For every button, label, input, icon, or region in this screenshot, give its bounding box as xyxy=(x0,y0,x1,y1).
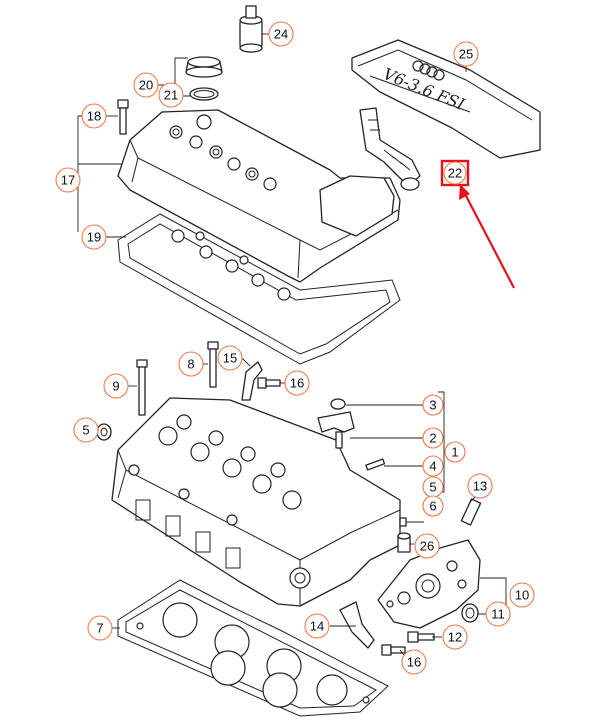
callout-25: 25 xyxy=(453,41,479,67)
part-20-filler-cap xyxy=(185,56,223,78)
callout-1-label: 1 xyxy=(451,445,458,460)
part-16-bolt-upper xyxy=(257,377,281,389)
part-10-timing-housing xyxy=(377,539,481,629)
callout-24: 24 xyxy=(268,21,294,47)
callout-25-label: 25 xyxy=(459,47,473,62)
callout-9: 9 xyxy=(103,373,129,399)
callout-16-lower: 16 xyxy=(401,649,427,675)
part-15-bracket xyxy=(241,361,263,401)
part-9-long-bolt xyxy=(136,359,148,416)
callout-14-label: 14 xyxy=(310,619,324,634)
part-11-seal-ring xyxy=(461,603,479,623)
callout-5-left: 5 xyxy=(73,417,99,443)
callout-15: 15 xyxy=(217,345,243,371)
callout-2: 2 xyxy=(422,427,444,449)
callout-18-label: 18 xyxy=(87,109,101,124)
callout-21-label: 21 xyxy=(164,88,178,103)
callout-20-label: 20 xyxy=(139,78,153,93)
callout-15-label: 15 xyxy=(223,351,237,366)
callout-7: 7 xyxy=(87,615,113,641)
highlight-box xyxy=(440,159,470,187)
part-19-gasket xyxy=(117,213,401,365)
callout-21: 21 xyxy=(158,82,184,108)
callout-5-left-label: 5 xyxy=(82,423,89,438)
part-24-plug xyxy=(239,5,263,53)
callout-13: 13 xyxy=(467,473,493,499)
cylinder-head xyxy=(111,397,401,607)
callout-6-label: 6 xyxy=(429,499,436,514)
callout-11: 11 xyxy=(485,601,511,627)
callout-7-label: 7 xyxy=(96,621,103,636)
callout-12-label: 12 xyxy=(448,630,462,645)
cylinder-head-cover xyxy=(117,109,401,283)
callout-24-label: 24 xyxy=(274,27,288,42)
part-7-head-gasket xyxy=(117,579,389,717)
callout-20: 20 xyxy=(133,72,159,98)
callout-2-label: 2 xyxy=(429,431,436,446)
part-14-bracket xyxy=(339,601,375,649)
callout-1: 1 xyxy=(444,441,466,463)
highlight-arrow-head-icon xyxy=(459,184,470,200)
callout-17: 17 xyxy=(55,167,81,193)
callout-16-upper: 16 xyxy=(284,370,310,396)
callout-10: 10 xyxy=(509,582,535,608)
part-13-control-valve xyxy=(460,498,482,526)
part-6-pin xyxy=(399,517,407,527)
part-5-sealing-plug xyxy=(96,423,112,441)
part-16-bolt-lower xyxy=(381,644,406,656)
callout-3-label: 3 xyxy=(429,398,436,413)
part-3-cap xyxy=(330,398,346,410)
callout-9-label: 9 xyxy=(112,379,119,394)
part-12-bolt xyxy=(407,631,435,643)
callout-13-label: 13 xyxy=(473,479,487,494)
part-4-stud xyxy=(365,458,386,471)
callout-16-upper-label: 16 xyxy=(290,376,304,391)
callout-18: 18 xyxy=(81,103,107,129)
callout-14: 14 xyxy=(304,613,330,639)
part-21-seal-ring xyxy=(189,87,219,101)
part-8-long-bolt xyxy=(207,341,219,388)
part-26-fitting xyxy=(397,532,411,553)
highlight-marker xyxy=(440,159,515,289)
callout-17-label: 17 xyxy=(61,173,75,188)
callout-8-label: 8 xyxy=(187,357,194,372)
callout-22: 22 xyxy=(443,161,467,185)
four-rings-logo-icon xyxy=(412,60,445,81)
part-22-breather-hose xyxy=(359,107,421,191)
callout-26-label: 26 xyxy=(420,539,434,554)
callout-6: 6 xyxy=(422,495,444,517)
callout-4-label: 4 xyxy=(429,459,436,474)
callout-19-label: 19 xyxy=(87,230,101,245)
callout-26: 26 xyxy=(414,533,440,559)
callout-16-lower-label: 16 xyxy=(407,655,421,670)
callout-22-label: 22 xyxy=(448,166,462,181)
callout-5-right-label: 5 xyxy=(429,480,436,495)
callout-19: 19 xyxy=(81,224,107,250)
highlight-arrow-line xyxy=(463,191,515,289)
part-25-engine-cover: V6-3.6 FSI xyxy=(351,39,541,159)
callout-8: 8 xyxy=(178,351,204,377)
callout-5-right: 5 xyxy=(422,476,444,498)
callout-3: 3 xyxy=(422,394,444,416)
callout-10-label: 10 xyxy=(515,588,529,603)
part-2-bearing-cap xyxy=(317,411,355,449)
callout-4: 4 xyxy=(422,455,444,477)
part-18-bolt xyxy=(117,99,129,135)
callout-12: 12 xyxy=(442,624,468,650)
callout-11-label: 11 xyxy=(491,607,505,622)
